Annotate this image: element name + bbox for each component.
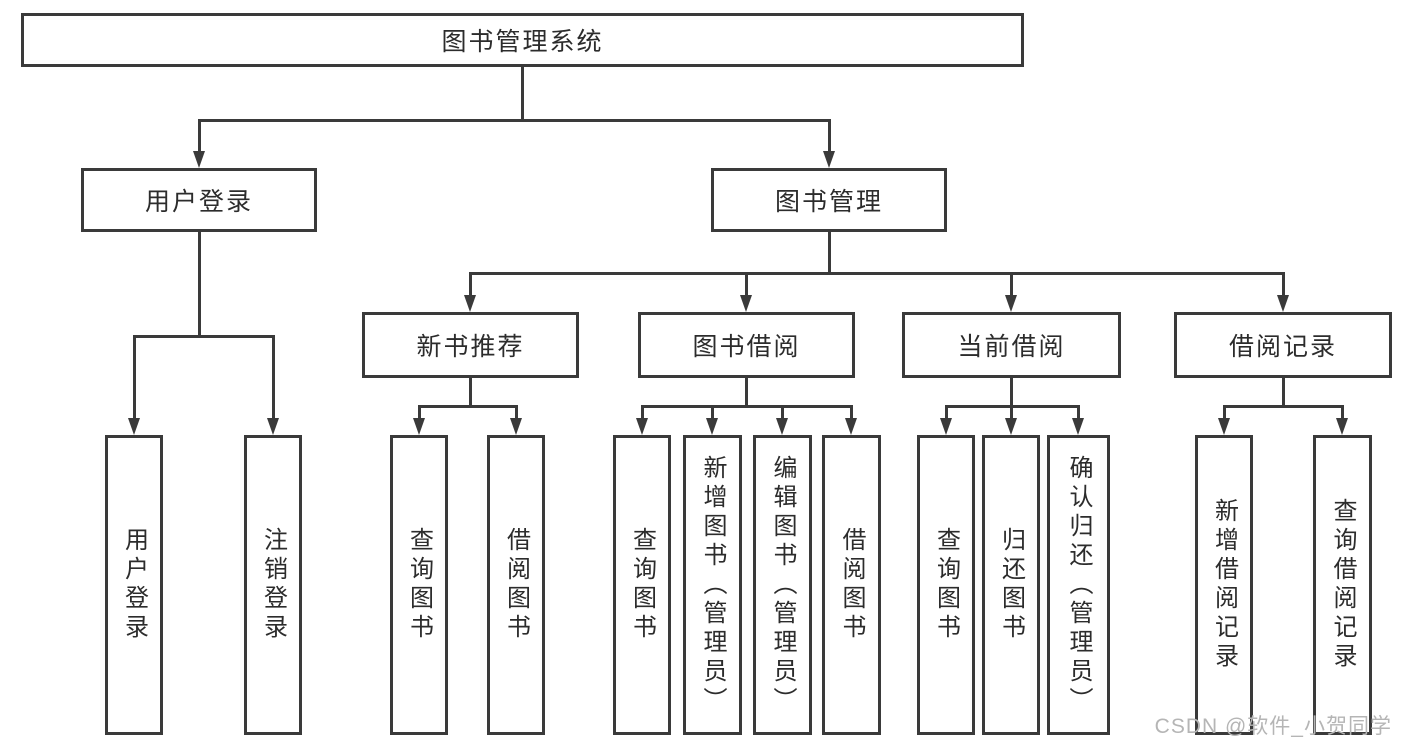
leaf-return-books: 归还图书	[982, 435, 1040, 735]
leaf-confirm-return-admin: 确认归还（管理员）	[1047, 435, 1110, 735]
node-user-login: 用户登录	[81, 168, 317, 232]
leaf-newbook-borrow-books-label: 借阅图书	[502, 527, 530, 643]
leaf-query-borrow-record: 查询借阅记录	[1313, 435, 1372, 735]
node-book-management-label: 图书管理	[774, 188, 883, 216]
connector-to-nb-query	[418, 405, 421, 419]
leaf-user-login-label: 用户登录	[120, 527, 148, 643]
node-root-library-system: 图书管理系统	[21, 13, 1024, 67]
connector-new-book-rail	[418, 405, 517, 408]
leaf-borrow-query-books: 查询图书	[613, 435, 671, 735]
arrowhead-leaf-user-login	[128, 418, 140, 435]
arrowhead-cb-query	[940, 418, 952, 435]
leaf-add-borrow-record-label: 新增借阅记录	[1210, 498, 1238, 672]
arrowhead-br-add	[1218, 418, 1230, 435]
node-user-login-label: 用户登录	[144, 188, 253, 216]
connector-new-book-stem	[469, 378, 472, 407]
leaf-newbook-query-books: 查询图书	[390, 435, 448, 735]
node-new-book-recommend: 新书推荐	[362, 312, 579, 378]
connector-to-book-mgmt	[828, 119, 831, 152]
arrowhead-nb-query	[413, 418, 425, 435]
connector-to-leaf-logout	[272, 335, 275, 419]
leaf-add-books-admin: 新增图书（管理员）	[683, 435, 742, 735]
connector-to-br-add	[1223, 405, 1226, 419]
csdn-watermark: CSDN @软件_小贺同学	[1154, 715, 1392, 738]
connector-to-user-login	[198, 119, 201, 152]
arrowhead-cb-confirm	[1072, 418, 1084, 435]
arrowhead-bb-edit	[776, 418, 788, 435]
connector-to-nb-borrow	[515, 405, 518, 419]
arrowhead-br-query	[1336, 418, 1348, 435]
connector-book-borrow-stem	[745, 378, 748, 407]
leaf-logout: 注销登录	[244, 435, 302, 735]
connector-to-bb-edit	[781, 405, 784, 419]
connector-level3-rail	[469, 272, 1284, 275]
arrowhead-leaf-logout	[267, 418, 279, 435]
leaf-newbook-query-books-label: 查询图书	[405, 527, 433, 643]
connector-current-borrow-stem	[1010, 378, 1013, 407]
leaf-current-query-books: 查询图书	[917, 435, 975, 735]
leaf-newbook-borrow-books: 借阅图书	[487, 435, 545, 735]
connector-to-bb-borrow	[850, 405, 853, 419]
leaf-borrow-books-label: 借阅图书	[838, 527, 865, 643]
leaf-borrow-books: 借阅图书	[822, 435, 881, 735]
leaf-query-borrow-record-label: 查询借阅记录	[1329, 498, 1356, 672]
leaf-edit-books-admin-label: 编辑图书（管理员）	[769, 454, 796, 716]
connector-root-stem	[521, 66, 524, 121]
connector-to-book-borrow	[745, 272, 748, 297]
connector-user-login-rail	[133, 335, 274, 338]
arrowhead-current-borrow	[1005, 295, 1017, 312]
connector-borrow-records-stem	[1282, 378, 1285, 407]
node-book-borrow-label: 图书借阅	[692, 333, 801, 361]
connector-to-leaf-user-login	[133, 335, 136, 419]
node-new-book-recommend-label: 新书推荐	[416, 333, 525, 361]
leaf-borrow-query-books-label: 查询图书	[628, 527, 656, 643]
connector-to-br-query	[1341, 405, 1344, 419]
connector-to-bb-add	[711, 405, 714, 419]
arrowhead-nb-borrow	[510, 418, 522, 435]
connector-to-cb-query	[945, 405, 948, 419]
connector-level2-rail	[198, 119, 830, 122]
connector-to-cb-confirm	[1077, 405, 1080, 419]
node-borrow-records: 借阅记录	[1174, 312, 1392, 378]
leaf-edit-books-admin: 编辑图书（管理员）	[753, 435, 812, 735]
connector-to-current-borrow	[1010, 272, 1013, 297]
node-borrow-records-label: 借阅记录	[1228, 333, 1337, 361]
node-current-borrow: 当前借阅	[902, 312, 1121, 378]
arrowhead-borrow-records	[1277, 295, 1289, 312]
leaf-logout-label: 注销登录	[259, 527, 287, 643]
connector-to-cb-return	[1010, 405, 1013, 419]
arrowhead-bb-add	[706, 418, 718, 435]
node-root-label: 图书管理系统	[441, 28, 604, 56]
connector-borrow-records-rail	[1223, 405, 1343, 408]
connector-to-new-book	[469, 272, 472, 297]
arrowhead-bb-query	[636, 418, 648, 435]
node-book-borrow: 图书借阅	[638, 312, 855, 378]
leaf-current-query-books-label: 查询图书	[932, 527, 960, 643]
connector-user-login-stem	[198, 232, 201, 337]
connector-book-mgmt-stem	[828, 232, 831, 274]
connector-book-borrow-rail	[641, 405, 852, 408]
arrowhead-user-login	[193, 151, 205, 168]
leaf-confirm-return-admin-label: 确认归还（管理员）	[1065, 454, 1092, 716]
node-book-management: 图书管理	[711, 168, 947, 232]
leaf-user-login: 用户登录	[105, 435, 163, 735]
arrowhead-book-borrow	[740, 295, 752, 312]
leaf-return-books-label: 归还图书	[997, 527, 1025, 643]
leaf-add-borrow-record: 新增借阅记录	[1195, 435, 1253, 735]
connector-to-borrow-records	[1282, 272, 1285, 297]
arrowhead-new-book	[464, 295, 476, 312]
arrowhead-book-mgmt	[823, 151, 835, 168]
leaf-add-books-admin-label: 新增图书（管理员）	[699, 454, 726, 716]
arrowhead-cb-return	[1005, 418, 1017, 435]
arrowhead-bb-borrow	[845, 418, 857, 435]
connector-to-bb-query	[641, 405, 644, 419]
node-current-borrow-label: 当前借阅	[957, 333, 1066, 361]
